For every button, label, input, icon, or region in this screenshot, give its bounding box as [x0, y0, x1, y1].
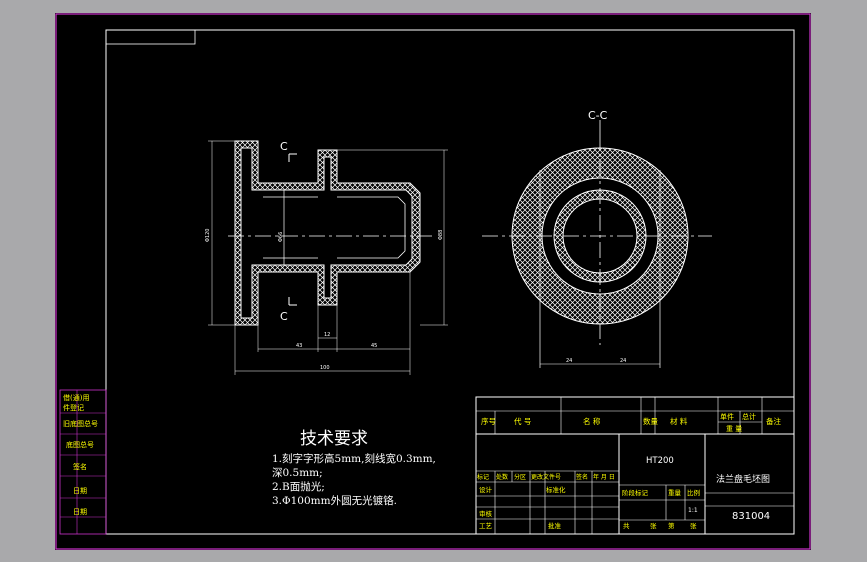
material-value: HT200 — [646, 456, 674, 466]
outer-ring-hatch — [511, 147, 689, 325]
section-arrow-upper — [288, 153, 297, 162]
strip-label-7: 日期 — [73, 508, 87, 516]
strip-label-4: 底图总号 — [66, 440, 94, 449]
section-mark-lower: C — [280, 310, 288, 323]
scale-label: 比例 — [687, 488, 700, 497]
role-check: 审核 — [479, 509, 493, 518]
strip-label-5: 签名 — [73, 462, 87, 471]
sheet-total-unit: 张 — [650, 521, 657, 530]
left-record-strip: 借(通)用 件登记 旧底图总号 底图总号 签名 日期 日期 — [59, 389, 107, 535]
notes-title: 技术要求 — [300, 429, 368, 449]
rev-zone: 分区 — [514, 473, 526, 481]
rev-date: 年 月 日 — [593, 473, 615, 481]
role-approve: 批准 — [548, 521, 562, 530]
section-arrow-lower — [288, 297, 297, 306]
notes-line-2: 深0.5mm; — [272, 467, 323, 479]
hdr-unit: 单件 — [720, 412, 734, 421]
dim-overall: 100 — [320, 365, 330, 371]
section-view: C C Φ120 Φ66 Φ88 43 12 45 100 — [205, 140, 448, 375]
hdr-code: 代 号 — [514, 416, 531, 426]
dim-half-b: 24 — [620, 358, 626, 364]
hdr-seq: 序号 — [481, 416, 496, 426]
rev-sign: 签名 — [576, 473, 588, 481]
strip-label-1: 借(通)用 — [63, 393, 89, 402]
section-hatch-upper — [234, 140, 421, 326]
hdr-material: 材 料 — [670, 416, 688, 426]
dim-width-a: 43 — [296, 343, 302, 349]
strip-label-6: 日期 — [73, 487, 87, 495]
dim-width-b: 12 — [324, 332, 330, 338]
hdr-total: 总计 — [742, 412, 756, 421]
hdr-name: 名 称 — [583, 416, 601, 426]
dim-width-c: 45 — [371, 343, 377, 349]
role-process: 工艺 — [479, 522, 493, 530]
canvas-background — [55, 13, 811, 550]
outer-border — [55, 13, 811, 550]
strip-label-2: 件登记 — [63, 403, 84, 412]
role-std: 标准化 — [546, 485, 566, 494]
dim-half-a: 24 — [566, 358, 572, 364]
view-label: C-C — [588, 109, 608, 122]
stage-mark: 阶段标记 — [622, 488, 649, 497]
dim-left-diameter-label: Φ120 — [205, 229, 211, 242]
dim-inner-label: Φ66 — [278, 232, 284, 242]
dim-right-diameter-label: Φ88 — [438, 230, 444, 240]
technical-notes: 技术要求 1.刻字字形高5mm,刻线宽0.3mm, 深0.5mm; 2.B面抛光… — [272, 429, 436, 507]
cross-section-view: C-C 24 24 — [482, 109, 712, 368]
sheet-total: 共 — [623, 521, 630, 530]
drawing-number: 831004 — [732, 511, 770, 522]
weight-label: 重量 — [668, 489, 682, 497]
notes-line-4: 3.Φ100mm外圆无光镀铬. — [272, 494, 397, 507]
notes-line-1: 1.刻字字形高5mm,刻线宽0.3mm, — [272, 452, 436, 465]
corner-box — [105, 29, 196, 45]
scale-value: 1:1 — [688, 507, 698, 514]
rev-count: 处数 — [496, 473, 508, 481]
sheet-num-unit: 张 — [690, 521, 697, 530]
section-mark-upper: C — [280, 140, 288, 153]
hdr-qty: 数量 — [643, 416, 658, 426]
notes-line-3: 2.B面抛光; — [272, 480, 325, 493]
cavity-outline — [337, 196, 406, 259]
inner-border — [105, 29, 795, 535]
hdr-remark: 备注 — [766, 416, 781, 426]
strip-label-3: 旧底图总号 — [63, 419, 98, 428]
hdr-weight: 重 量 — [726, 425, 742, 433]
rev-doc: 更改文件号 — [531, 473, 561, 481]
role-design: 设计 — [479, 485, 493, 494]
title-block: 序号 代 号 名 称 数量 材 料 单件 总计 重 量 备注 HT200 法兰盘… — [475, 396, 795, 535]
sheet-num: 第 — [668, 521, 675, 530]
inner-ring-hatch — [553, 189, 647, 283]
rev-mark: 标记 — [477, 473, 489, 481]
part-name: 法兰盘毛坯图 — [716, 473, 770, 485]
